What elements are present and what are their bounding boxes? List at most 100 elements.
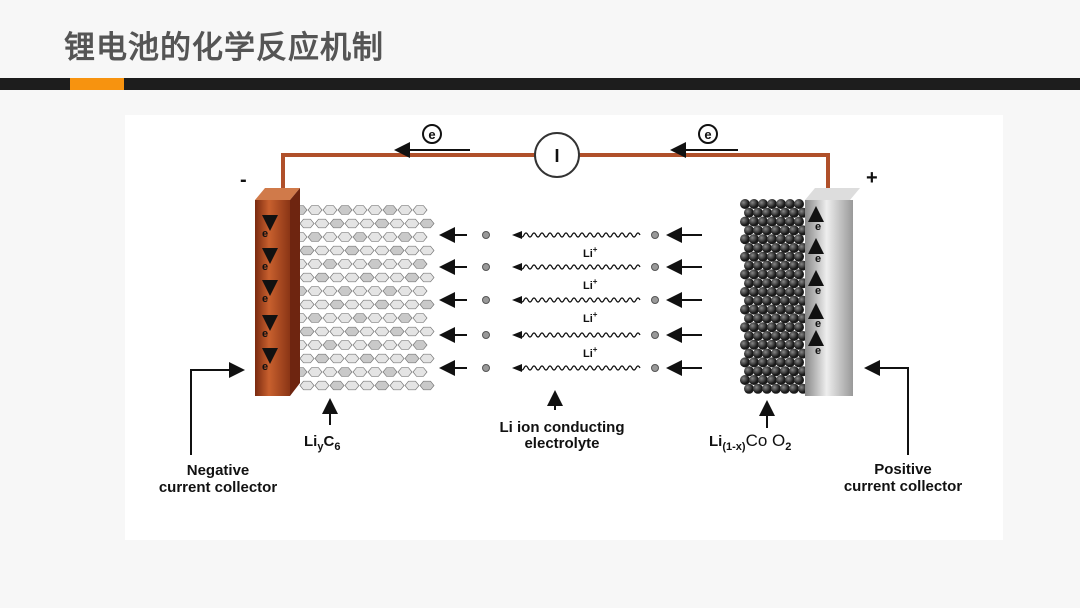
cathode-particle — [740, 357, 750, 368]
cathode-particle — [789, 225, 799, 236]
cathode-particle — [794, 304, 804, 315]
cathode-particle — [776, 322, 786, 333]
graphite-anode-layers — [292, 205, 435, 391]
graphite-hex — [389, 272, 405, 283]
lithium-ion-dot — [651, 331, 659, 339]
graphite-hex — [299, 326, 315, 337]
cathode-particle — [794, 375, 804, 385]
positive-terminal-sign: + — [866, 167, 878, 189]
graphite-hex — [412, 232, 428, 242]
cathode-particle — [753, 331, 763, 341]
cathode-particle — [771, 383, 781, 394]
cathode-particle — [758, 357, 768, 368]
cathode-particle — [740, 216, 750, 227]
cathode-particle — [780, 295, 790, 306]
cathode-particle — [749, 234, 759, 245]
cathode-particle — [753, 278, 763, 289]
cathode-particle — [780, 278, 790, 289]
cathode-particle — [776, 216, 786, 227]
positive-current-collector-bar — [805, 188, 860, 396]
graphite-hex — [374, 272, 390, 283]
lithium-ion-flow: Li+Li+Li+Li+ — [439, 227, 702, 376]
cathode-particle — [785, 199, 795, 209]
cathode-particle — [794, 269, 804, 280]
graphite-hex — [397, 313, 413, 323]
cathode-particle — [762, 243, 772, 253]
cathode-particle — [762, 295, 772, 306]
graphite-hex — [344, 272, 360, 283]
cathode-particle — [762, 383, 772, 394]
cathode-particle — [767, 287, 777, 297]
ion-row: Li+ — [439, 327, 702, 360]
anode-formula-label: LiyC6 — [304, 433, 340, 453]
graphite-hex — [314, 326, 330, 337]
lithium-ion-dot — [651, 263, 659, 271]
lithium-ion-dot — [482, 364, 490, 372]
cathode-particle — [762, 331, 772, 341]
graphite-hex — [337, 232, 353, 242]
cathode-particle — [749, 269, 759, 280]
graphite-hex — [404, 380, 420, 391]
cathode-particle — [780, 331, 790, 341]
graphite-hex — [329, 353, 345, 364]
graphite-hex — [412, 367, 428, 377]
positive-collector-label-line1: Positive — [874, 461, 932, 478]
cathode-particle — [767, 251, 777, 262]
graphite-hex — [412, 259, 428, 269]
cathode-particle — [749, 287, 759, 297]
cathode-particle — [762, 260, 772, 271]
graphite-hex — [404, 218, 420, 229]
lithium-ion-dot — [651, 296, 659, 304]
cathode-particle — [753, 260, 763, 271]
ion-arrowhead — [512, 231, 522, 239]
graphite-hex — [314, 353, 330, 364]
cathode-electron-label: e — [815, 345, 821, 357]
ion-arrowhead — [512, 364, 522, 372]
graphite-hex — [412, 205, 428, 215]
svg-text:I: I — [554, 146, 559, 166]
graphite-hex — [299, 299, 315, 310]
cathode-particle — [767, 234, 777, 245]
graphite-hex — [389, 326, 405, 337]
graphite-hex — [337, 259, 353, 269]
graphite-hex — [404, 299, 420, 310]
graphite-hex — [299, 218, 315, 229]
cathode-particle — [794, 339, 804, 350]
graphite-hex — [344, 380, 360, 391]
graphite-hex — [322, 205, 338, 215]
graphite-hex — [307, 286, 323, 296]
graphite-hex — [314, 245, 330, 256]
graphite-hex — [382, 232, 398, 242]
cathode-particle — [785, 339, 795, 350]
graphite-hex — [314, 299, 330, 310]
ion-arrowhead — [512, 331, 522, 339]
graphite-hex — [382, 313, 398, 323]
cathode-particle — [762, 348, 772, 359]
graphite-hex — [389, 245, 405, 256]
anode-electron-label: e — [262, 261, 268, 273]
cathode-particle — [785, 357, 795, 368]
graphite-hex — [337, 313, 353, 323]
graphite-hex — [314, 272, 330, 283]
cathode-particle — [740, 251, 750, 262]
cathode-particle — [753, 225, 763, 236]
cathode-particle — [776, 199, 786, 209]
ion-migration-path — [519, 365, 641, 371]
cathode-particle — [794, 287, 804, 297]
ion-arrowhead — [512, 296, 522, 304]
cathode-particle — [780, 207, 790, 218]
cathode-particle — [753, 295, 763, 306]
ammeter: I — [534, 132, 580, 178]
graphite-hex — [389, 218, 405, 229]
cathode-particle — [744, 331, 754, 341]
cathode-particle — [740, 339, 750, 350]
graphite-hex — [314, 218, 330, 229]
cathode-particle — [776, 251, 786, 262]
graphite-hex — [322, 367, 338, 377]
graphite-hex — [352, 340, 368, 350]
cathode-particle — [771, 366, 781, 377]
graphite-hex — [322, 313, 338, 323]
anode-electron-label: e — [262, 328, 268, 340]
cathode-particle — [794, 234, 804, 245]
graphite-hex — [389, 299, 405, 310]
